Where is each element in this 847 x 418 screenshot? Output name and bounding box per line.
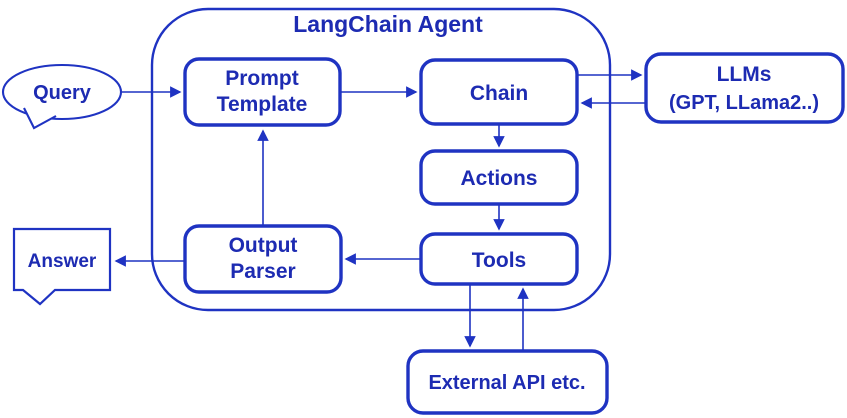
prompt-template-label-line1: Prompt <box>225 67 299 90</box>
output-parser-label-line1: Output <box>229 234 298 257</box>
actions-box <box>419 149 579 206</box>
tools-node: Tools <box>419 232 579 286</box>
llms-label-line1: LLMs <box>717 63 772 86</box>
query-node: Query <box>1 63 123 130</box>
output-parser-label-line2: Parser <box>230 260 295 283</box>
agent-title: LangChain Agent <box>293 11 483 37</box>
output-parser-node: Output Parser <box>183 224 343 294</box>
external-api-node: External API etc. <box>406 349 609 415</box>
agent-container-outline <box>150 7 612 312</box>
query-bubble-tail <box>23 107 57 130</box>
query-bubble <box>1 63 123 121</box>
actions-node: Actions <box>419 149 579 206</box>
llms-box <box>644 52 845 124</box>
chain-node: Chain <box>419 58 579 126</box>
prompt-template-label-line2: Template <box>217 93 308 116</box>
prompt-template-box <box>183 57 342 127</box>
answer-label: Answer <box>28 251 97 272</box>
tools-label: Tools <box>472 249 526 272</box>
chain-label: Chain <box>470 82 528 105</box>
prompt-template-node: Prompt Template <box>183 57 342 127</box>
answer-node: Answer <box>12 227 112 306</box>
query-label: Query <box>33 82 92 104</box>
output-parser-box <box>183 224 343 294</box>
tools-box <box>419 232 579 286</box>
llms-node: LLMs (GPT, LLama2..) <box>644 52 845 124</box>
external-api-label: External API etc. <box>428 372 585 394</box>
chain-box <box>419 58 579 126</box>
actions-label: Actions <box>460 167 537 190</box>
answer-callout <box>12 227 112 306</box>
external-api-box <box>406 349 609 415</box>
llms-label-line2: (GPT, LLama2..) <box>669 92 819 114</box>
